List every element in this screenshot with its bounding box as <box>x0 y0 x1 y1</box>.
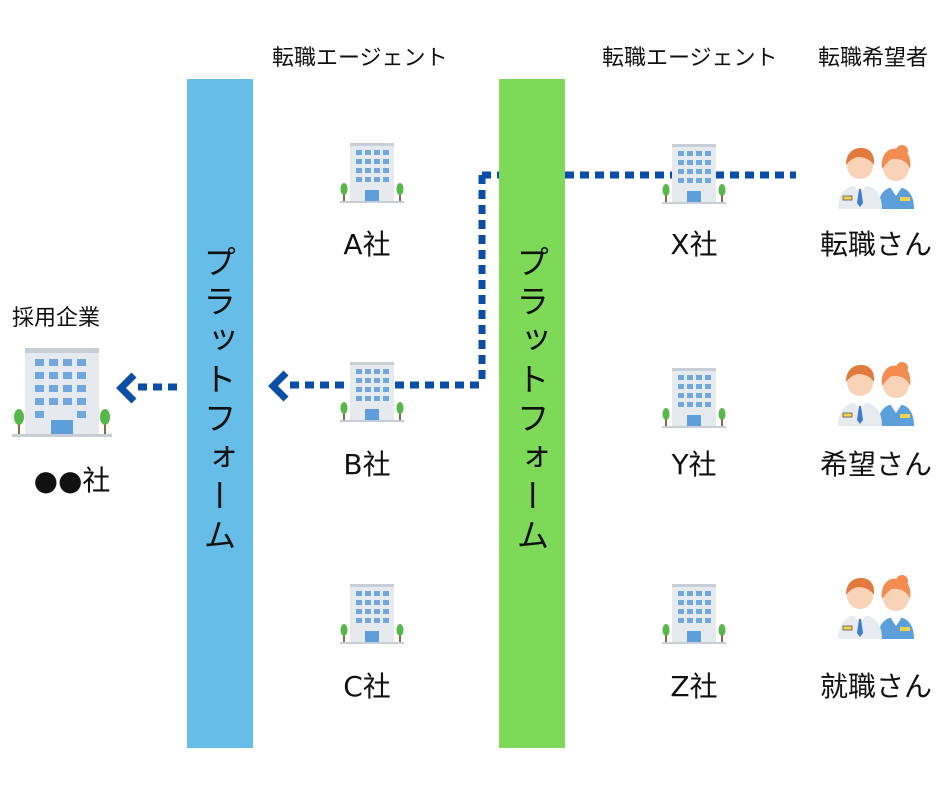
arrowhead-left-platform <box>268 370 289 402</box>
agent-b-name: B社 <box>343 448 391 481</box>
arrowhead-employer <box>116 372 137 404</box>
header-job-seekers: 転職希望者 <box>818 46 929 71</box>
agent-c-name: C社 <box>343 670 391 703</box>
agent-y-name: Y社 <box>671 448 717 481</box>
office-building-icon <box>662 580 726 650</box>
employer-name: ●●社 <box>33 464 111 497</box>
office-building-icon <box>662 140 726 210</box>
business-people-icon <box>836 571 916 643</box>
office-building-icon <box>340 139 404 209</box>
office-building-icon <box>340 358 404 428</box>
platform-label-left: プラットフォーム <box>198 245 237 557</box>
platform-label-right: プラットフォーム <box>511 245 550 557</box>
office-building-icon <box>662 364 726 434</box>
business-people-icon <box>836 358 916 430</box>
office-building-icon <box>340 580 404 650</box>
agent-a-name: A社 <box>343 228 391 261</box>
header-agents-right: 転職エージェント <box>602 46 778 71</box>
agent-z-name: Z社 <box>670 670 718 703</box>
business-people-icon <box>836 141 916 213</box>
seeker-1-name: 転職さん <box>819 228 932 261</box>
platform-bar-right <box>499 79 565 748</box>
header-employer: 採用企業 <box>12 306 101 331</box>
seeker-2-name: 希望さん <box>819 448 932 481</box>
office-building-icon <box>12 342 112 444</box>
platform-bar-left <box>187 79 253 748</box>
header-agents-left: 転職エージェント <box>272 46 448 71</box>
agent-x-name: X社 <box>670 228 718 261</box>
seeker-3-name: 就職さん <box>819 670 932 703</box>
